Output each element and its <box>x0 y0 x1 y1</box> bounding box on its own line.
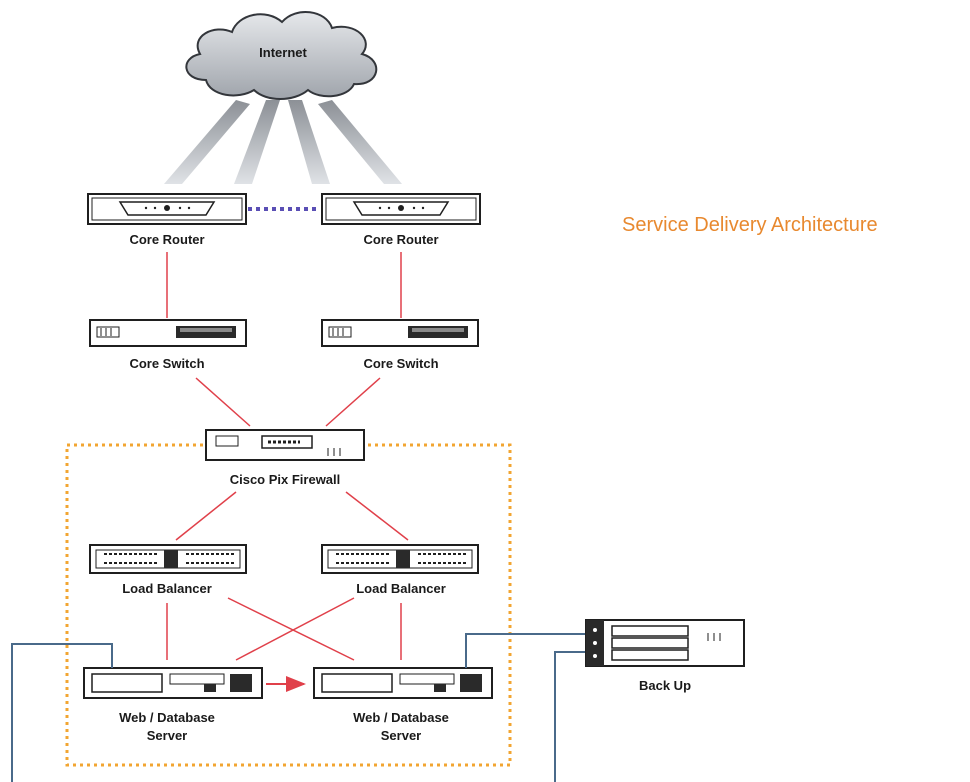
core-switch-left-label: Core Switch <box>129 356 204 371</box>
lb-server-crosslink-b <box>235 597 355 661</box>
core-router-left-label: Core Router <box>129 232 204 247</box>
internet-label: Internet <box>259 45 307 60</box>
diagram-title: Service Delivery Architecture <box>622 214 878 236</box>
internet-uplink-beams <box>164 100 402 184</box>
core-router-right-icon <box>321 193 481 225</box>
switch-firewall-link-left <box>195 377 251 427</box>
backup-device-icon <box>585 619 745 667</box>
firewall-icon <box>205 429 365 461</box>
server-left-icon <box>83 667 263 699</box>
server-left-label-line2: Server <box>147 728 187 743</box>
server-right-icon <box>313 667 493 699</box>
firewall-label: Cisco Pix Firewall <box>230 472 341 487</box>
server-backup-cable <box>465 633 588 668</box>
lb-server-crosslink-a <box>227 597 355 661</box>
core-switch-right-icon <box>321 319 479 347</box>
server-right-label-line1: Web / Database <box>353 710 449 725</box>
core-switch-right-label: Core Switch <box>363 356 438 371</box>
left-server-external-cable <box>11 643 113 782</box>
load-balancer-right-label: Load Balancer <box>356 581 446 596</box>
backup-label: Back Up <box>639 678 691 693</box>
firewall-lb-link-right <box>345 491 409 541</box>
firewall-lb-link-left <box>175 491 237 541</box>
internet-cloud-icon <box>185 10 378 100</box>
backup-external-cable <box>554 651 588 782</box>
load-balancer-right-icon <box>321 544 479 574</box>
core-router-right-label: Core Router <box>363 232 438 247</box>
security-zone-boundary <box>65 443 512 767</box>
load-balancer-left-label: Load Balancer <box>122 581 212 596</box>
server-left-label-line1: Web / Database <box>119 710 215 725</box>
server-right-label-line2: Server <box>381 728 421 743</box>
core-router-left-icon <box>87 193 247 225</box>
load-balancer-left-icon <box>89 544 247 574</box>
switch-firewall-link-right <box>325 377 381 427</box>
core-switch-left-icon <box>89 319 247 347</box>
